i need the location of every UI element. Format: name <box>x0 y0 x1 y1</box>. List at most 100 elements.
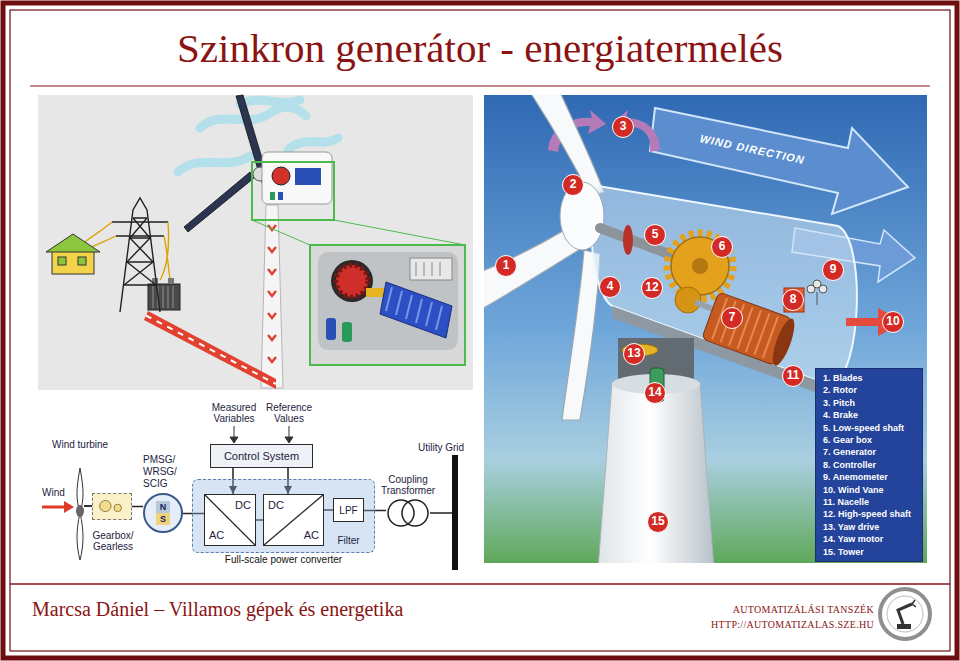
gear-wheel <box>100 500 111 511</box>
callout-number: 13 <box>623 343 645 365</box>
nacelle-floor <box>612 306 832 396</box>
converter-diagonal <box>205 495 255 545</box>
transformer-icon <box>153 286 173 308</box>
university-logo <box>898 604 912 624</box>
anemometer <box>813 280 821 288</box>
node-label: S <box>156 513 170 525</box>
callout-number: 12 <box>641 277 663 299</box>
component-label: Wind turbine <box>52 439 108 450</box>
house-icon <box>78 257 86 265</box>
signal-label: Reference Values <box>261 402 317 424</box>
wind-farm-illustration <box>38 95 473 390</box>
nacelle-detail-inset <box>310 245 465 365</box>
rotor-blades <box>236 95 265 170</box>
part-name: 9. Anemometer <box>823 471 915 483</box>
wind-arrow <box>42 506 64 509</box>
ground-cable <box>146 316 276 385</box>
part-name: 12. High-speed shaft <box>823 508 915 520</box>
wind-farm-illustration <box>38 95 473 390</box>
wind-swirls <box>178 156 250 172</box>
signal-arrows <box>289 426 290 437</box>
transformer-icon <box>168 278 174 284</box>
node-label: Gearbox/ Gearless <box>89 530 137 552</box>
part-name: 15. Tower <box>823 546 915 558</box>
wind-arrow <box>42 501 74 513</box>
node-label: Full-scale power converter <box>193 554 374 565</box>
generator-drawing <box>768 316 798 368</box>
converter-diagonal <box>264 495 323 545</box>
nacelle-detail-inset <box>410 258 452 280</box>
power-flow-arrows <box>268 291 276 296</box>
callout-number: 8 <box>782 289 804 311</box>
department-url: HTTP://AUTOMATIZALAS.SZE.HU <box>711 619 874 631</box>
power-flow-arrows <box>268 357 276 362</box>
ground-cable <box>144 311 276 389</box>
node-label: Control System <box>224 450 299 462</box>
power-lines <box>85 222 112 242</box>
wind-swirls <box>200 107 306 128</box>
node-outline <box>386 499 430 527</box>
pitch-arrows <box>612 110 660 152</box>
university-logo <box>897 624 911 629</box>
node-label: DC <box>235 499 251 511</box>
wind-swirls <box>240 100 300 104</box>
highlight-frame <box>252 220 310 245</box>
filter-box: LPFFilter <box>333 498 364 522</box>
node-label: LPF <box>339 505 357 516</box>
parts-list-box: 1. Blades2. Rotor3. Pitch4. Brake5. Low-… <box>815 368 923 562</box>
turbine-symbol <box>77 513 83 560</box>
highlight-frame <box>252 162 465 245</box>
signal-label: Measured Variables <box>206 402 262 424</box>
pylon <box>112 198 168 312</box>
anemometer <box>807 280 827 305</box>
part-name: 10. Wind Vane <box>823 484 915 496</box>
nacelle-cutaway-illustration <box>484 95 927 563</box>
anemometer <box>817 292 818 305</box>
node-label: Coupling Transformer <box>377 474 439 496</box>
node-outline <box>93 494 131 519</box>
power-lines <box>164 236 170 278</box>
part-name: 2. Rotor <box>823 384 915 396</box>
author-footer: Marcsa Dániel – Villamos gépek és energe… <box>32 598 403 621</box>
nacelle-icon <box>278 192 283 200</box>
coupling-transformer: Coupling Transformer <box>386 499 430 527</box>
node-label: AC <box>304 529 319 541</box>
slide-frame <box>10 583 950 585</box>
nacelle-icon <box>262 152 332 204</box>
pylon <box>124 218 156 285</box>
power-lines <box>90 236 116 248</box>
brake-disk <box>623 225 633 255</box>
ground-cable <box>144 311 276 389</box>
rotor-blades <box>184 172 254 232</box>
rotor-blades <box>184 95 272 232</box>
house-icon <box>46 234 100 274</box>
nacelle-detail-inset <box>342 322 352 342</box>
slide-frame <box>3 3 957 658</box>
university-logo <box>880 589 930 639</box>
node-label: AC <box>209 529 224 541</box>
wind-vane <box>846 308 904 336</box>
turbine-symbol <box>76 505 84 517</box>
node-label: N <box>156 501 170 513</box>
signal-arrows <box>230 426 293 443</box>
nacelle-detail-inset <box>386 287 442 330</box>
gear-wheel <box>114 504 122 511</box>
nacelle-detail-inset <box>416 262 440 276</box>
nacelle-icon <box>270 192 275 200</box>
part-name: 7. Generator <box>823 446 915 458</box>
university-logo <box>887 596 923 632</box>
wind-direction-arrow <box>650 108 908 214</box>
nacelle-detail-inset <box>310 245 465 365</box>
turbine-symbol <box>76 468 92 560</box>
part-name: 13. Yaw drive <box>823 521 915 533</box>
nacelle-detail-inset <box>336 265 368 297</box>
part-name: 11. Nacelle <box>823 496 915 508</box>
callout-number: 15 <box>647 511 669 533</box>
node-label: DC <box>268 499 284 511</box>
generator-ring <box>144 494 182 532</box>
transformer-icon <box>148 284 180 310</box>
part-name: 3. Pitch <box>823 397 915 409</box>
signal-arrows <box>234 426 235 437</box>
part-name: 5. Low-speed shaft <box>823 422 915 434</box>
nacelle-detail-inset <box>380 282 452 338</box>
